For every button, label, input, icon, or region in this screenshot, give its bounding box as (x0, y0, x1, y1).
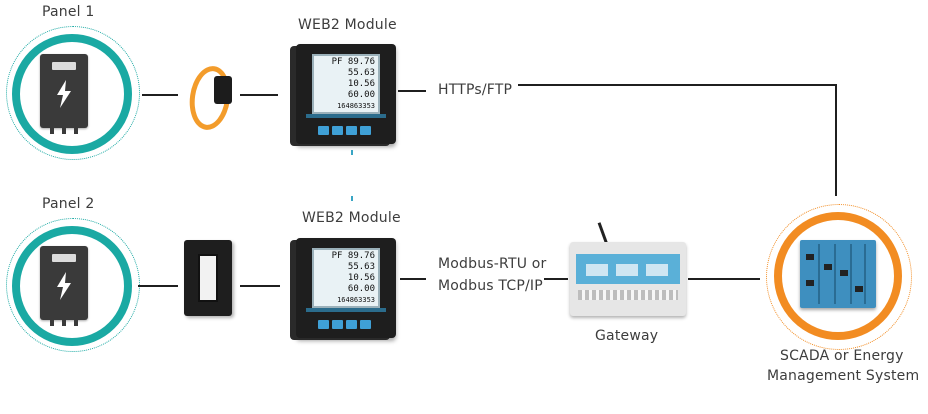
connector-modbus-gateway (544, 278, 568, 280)
meter1-line3: 10.56 (347, 79, 375, 89)
scada-ring (774, 212, 902, 340)
connector-gateway-scada (688, 278, 760, 280)
panel2-label: Panel 2 (42, 196, 95, 212)
meter1-line4: 60.00 (347, 90, 375, 100)
electrical-panel-icon (40, 54, 88, 134)
current-transformer-icon (184, 240, 232, 316)
connector-https-scada-v (835, 84, 837, 196)
meter1-line1: PF 89.76 (331, 57, 375, 67)
meter2-line2: 55.63 (347, 262, 375, 272)
link1-label: HTTPs/FTP (438, 82, 513, 98)
power-meter-icon: PF 89.76 55.63 10.56 60.00 164863353 (296, 238, 396, 338)
meter1-line2: 55.63 (347, 68, 375, 78)
module2-label: WEB2 Module (302, 210, 401, 226)
link2-label-line1: Modbus-RTU or (438, 256, 547, 272)
meter2-line3: 10.56 (347, 273, 375, 283)
plc-controller-icon (800, 240, 876, 308)
meter2-line5: 164863353 (337, 296, 375, 304)
meter2-line1: PF 89.76 (331, 251, 375, 261)
panel1-ring-dots (6, 26, 140, 160)
connector-panel1-coil (142, 94, 178, 96)
gateway-label: Gateway (595, 328, 659, 344)
power-meter-icon: PF 89.76 55.63 10.56 60.00 164863353 (296, 44, 396, 144)
meter1-display: PF 89.76 55.63 10.56 60.00 164863353 (312, 54, 380, 114)
module1-label: WEB2 Module (298, 17, 397, 33)
marker (351, 196, 353, 201)
meter1-line5: 164863353 (337, 102, 375, 110)
marker (351, 150, 353, 155)
gateway-device-icon (570, 242, 686, 316)
scada-label-line1: SCADA or Energy (780, 348, 904, 364)
rogowski-clip (214, 76, 232, 104)
connector-panel2-ct (138, 285, 178, 287)
connector-module1-https (398, 90, 426, 92)
electrical-panel-icon (40, 246, 88, 326)
link2-label-line2: Modbus TCP/IP (438, 278, 543, 294)
connector-module2-modbus (400, 278, 426, 280)
connector-coil-module1 (240, 94, 278, 96)
scada-ring-dots (766, 204, 912, 350)
meter2-line4: 60.00 (347, 284, 375, 294)
scada-label-line2: Management System (767, 368, 920, 384)
connector-ct-module2 (240, 285, 280, 287)
panel1-label: Panel 1 (42, 4, 95, 20)
connector-https-scada-h (518, 84, 836, 86)
meter2-display: PF 89.76 55.63 10.56 60.00 164863353 (312, 248, 380, 308)
